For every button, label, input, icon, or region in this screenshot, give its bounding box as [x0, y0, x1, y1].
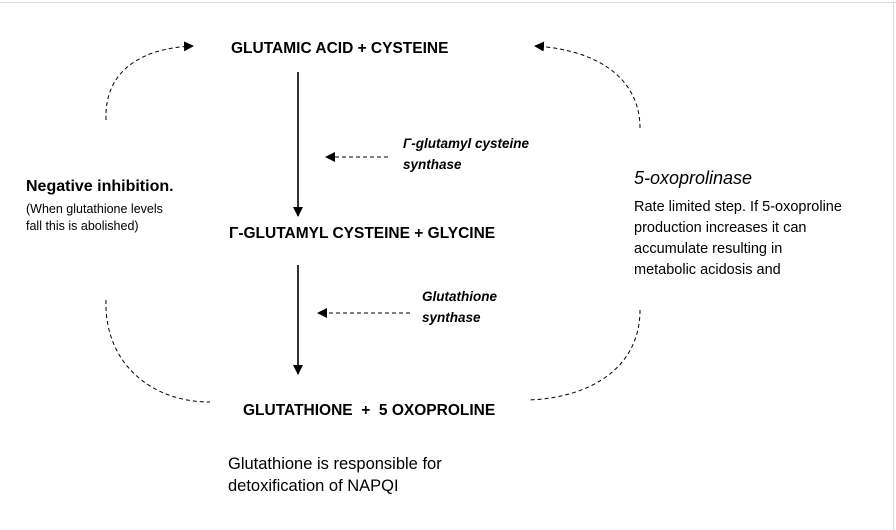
feedback-curve-top-left: [105, 41, 194, 121]
enzyme-2-line1: Glutathione: [422, 289, 497, 304]
right-border: [893, 2, 894, 530]
node-substrates: GLUTAMIC ACID + CYSTEINE: [231, 40, 449, 57]
footnote-line1: Glutathione is responsible for: [228, 455, 442, 473]
recycle-curve-bottom-right: [527, 309, 641, 401]
node-products: GLUTATHIONE + 5 OXOPROLINE: [243, 402, 496, 419]
enzyme-1-line1: Γ-glutamyl cysteine: [403, 136, 530, 151]
inhibition-title: Negative inhibition.: [26, 178, 174, 195]
oxoprolinase-line2: production increases it can: [634, 220, 807, 236]
oxoprolinase-line4: metabolic acidosis and: [634, 262, 781, 278]
top-border: [0, 2, 896, 3]
inhibition-note-line1: (When glutathione levels: [26, 202, 163, 216]
enzyme-2-line2: synthase: [422, 310, 481, 325]
feedback-curve-bottom-left: [105, 299, 211, 403]
node-intermediate: Γ-GLUTAMYL CYSTEINE + GLYCINE: [229, 225, 496, 242]
footnote-line2: detoxification of NAPQI: [228, 477, 399, 495]
oxoprolinase-line1: Rate limited step. If 5-oxoproline: [634, 199, 842, 215]
enzyme-1-line2: synthase: [403, 157, 462, 172]
recycle-curve-top-right: [534, 41, 641, 129]
inhibition-note-line2: fall this is abolished): [26, 219, 139, 233]
oxoprolinase-title: 5-oxoprolinase: [634, 168, 753, 188]
oxoprolinase-line3: accumulate resulting in: [634, 241, 783, 257]
